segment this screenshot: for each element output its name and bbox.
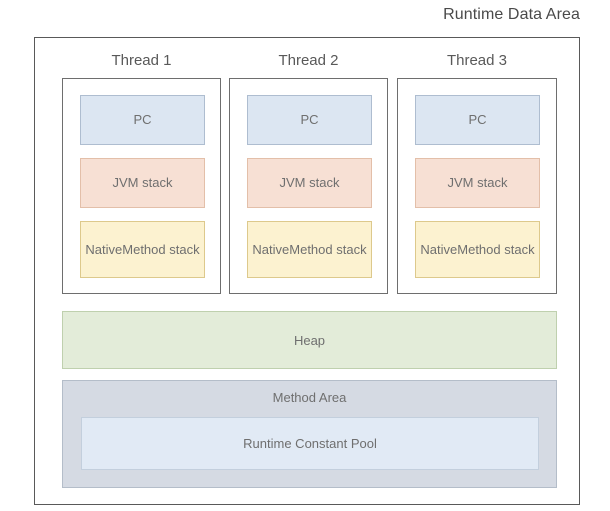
thread-1-native-method-stack-box: Native Method stack — [80, 221, 205, 278]
thread-box-2: PC JVM stack Native Method stack — [229, 78, 388, 294]
thread-box-3: PC JVM stack Native Method stack — [397, 78, 557, 294]
thread-1-pc-box: PC — [80, 95, 205, 145]
method-area-label: Method Area — [272, 390, 347, 405]
thread-3-native-method-stack-box: Native Method stack — [415, 221, 540, 278]
thread-1-native-stack-line1: Native — [85, 241, 123, 257]
thread-2-jvm-stack-box: JVM stack — [247, 158, 372, 208]
thread-label-2: Thread 2 — [278, 52, 339, 69]
thread-label-3: Thread 3 — [446, 52, 508, 69]
thread-box-1: PC JVM stack Native Method stack — [62, 78, 221, 294]
thread-2-native-method-stack-box: Native Method stack — [247, 221, 372, 278]
heap-box: Heap — [62, 311, 557, 369]
thread-label-1: Thread 1 — [111, 52, 172, 69]
runtime-constant-pool-box: Runtime Constant Pool — [81, 417, 539, 470]
thread-1-native-stack-line2: Method stack — [122, 241, 200, 257]
thread-3-native-stack-line2: Method stack — [457, 241, 535, 257]
thread-1-jvm-stack-box: JVM stack — [80, 158, 205, 208]
page-title: Runtime Data Area — [443, 6, 580, 23]
thread-2-pc-box: PC — [247, 95, 372, 145]
thread-2-native-stack-line2: Method stack — [289, 241, 367, 257]
thread-3-pc-box: PC — [415, 95, 540, 145]
method-area-box: Method Area Runtime Constant Pool — [62, 380, 557, 488]
thread-3-jvm-stack-box: JVM stack — [415, 158, 540, 208]
thread-3-native-stack-line1: Native — [420, 241, 458, 257]
thread-2-native-stack-line1: Native — [252, 241, 290, 257]
